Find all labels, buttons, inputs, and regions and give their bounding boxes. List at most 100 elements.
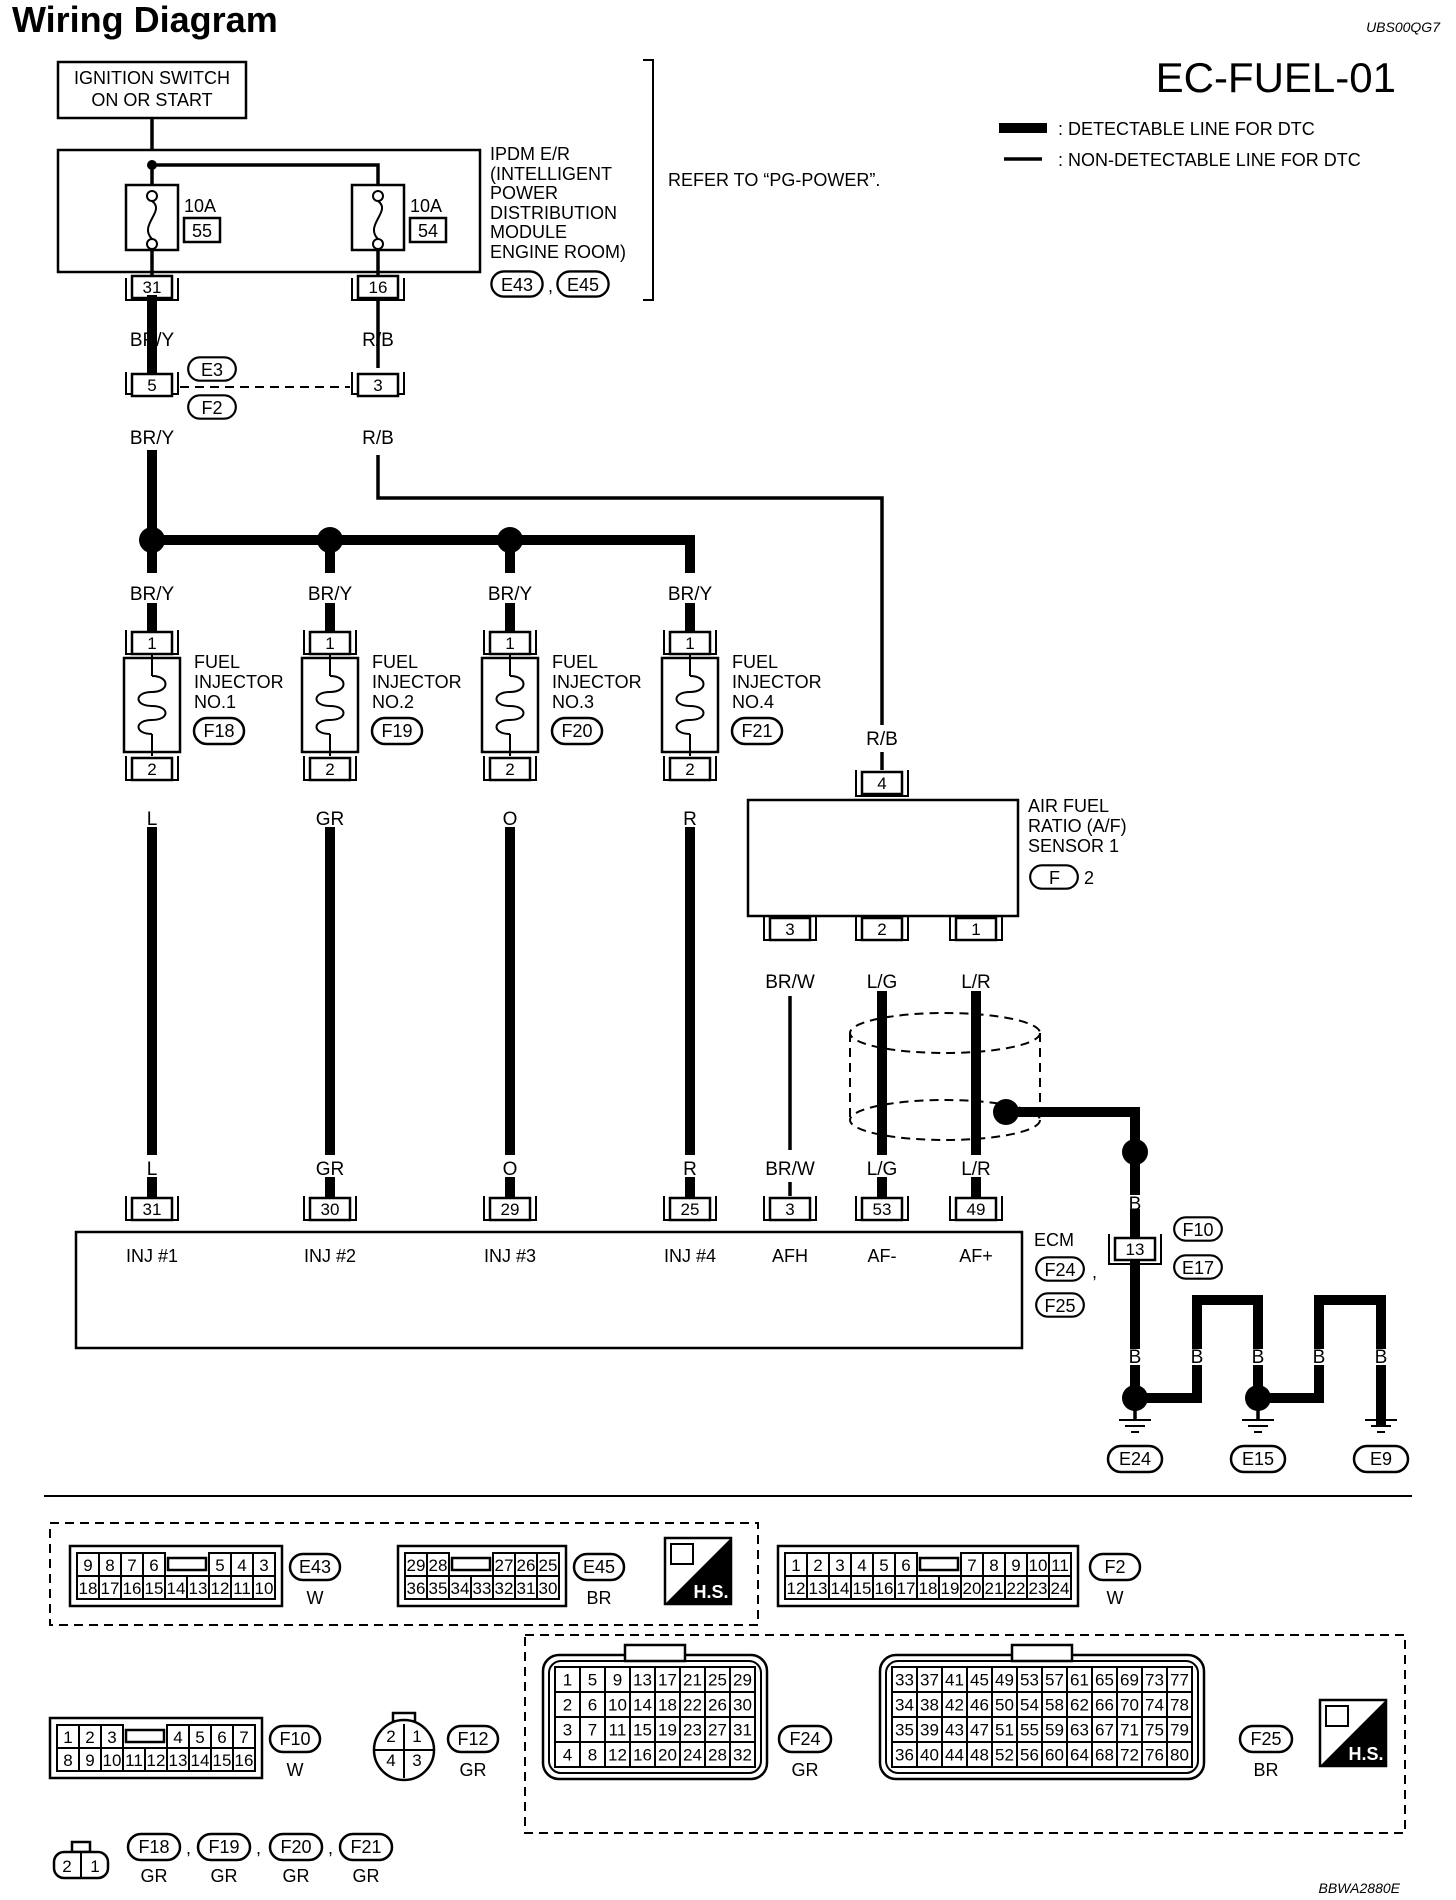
svg-text:11: 11	[1051, 1556, 1069, 1575]
document-id: UBS00QG7	[1366, 19, 1441, 35]
svg-text:18: 18	[919, 1579, 938, 1598]
svg-text:9: 9	[83, 1556, 92, 1575]
connector-tag-e43	[288, 1552, 342, 1582]
svg-text:21: 21	[985, 1579, 1004, 1598]
svg-text:32: 32	[733, 1746, 752, 1765]
svg-text:67: 67	[1095, 1721, 1114, 1740]
wire-color-label: R	[683, 809, 697, 830]
svg-text:33: 33	[473, 1579, 492, 1598]
wire-color-label: O	[503, 809, 518, 830]
svg-text:6: 6	[149, 1556, 158, 1575]
svg-text:34: 34	[895, 1696, 914, 1715]
svg-text:E15: E15	[1242, 1449, 1274, 1469]
svg-text:F2: F2	[1104, 1557, 1125, 1577]
svg-text:2: 2	[85, 1728, 94, 1747]
svg-text:50: 50	[995, 1696, 1014, 1715]
svg-text:9: 9	[85, 1751, 94, 1770]
wire-color-rb: R/B	[362, 428, 394, 449]
wire-color-label: L/R	[961, 1159, 991, 1180]
connector-color-f25: BR	[1253, 1760, 1278, 1780]
ecm-pin-label: INJ #2	[304, 1246, 356, 1266]
svg-text:2: 2	[685, 760, 694, 779]
ecm-box	[74, 1230, 1024, 1350]
connector-color-f24: GR	[792, 1760, 819, 1780]
ground-tag	[1106, 1444, 1164, 1474]
svg-text:13: 13	[809, 1579, 828, 1598]
injector-pin-top: 1	[303, 630, 357, 656]
svg-text:F18: F18	[138, 1837, 169, 1857]
svg-text:19: 19	[941, 1579, 960, 1598]
svg-text:4: 4	[857, 1556, 866, 1575]
svg-text:73: 73	[1145, 1671, 1164, 1690]
svg-text:4: 4	[173, 1728, 182, 1747]
svg-text:31: 31	[733, 1721, 752, 1740]
svg-text:,: ,	[548, 276, 553, 296]
wire-color-bry: BR/Y	[130, 330, 175, 351]
wire-color-label: L	[147, 1159, 158, 1180]
wire-color-label: R	[683, 1159, 697, 1180]
connector-color-f10: W	[287, 1760, 304, 1780]
svg-text:F10: F10	[1182, 1220, 1213, 1240]
connector-tag-injector	[268, 1832, 324, 1862]
af-sensor: 4 AIR FUEL RATIO (A/F) SENSOR 1 F 2	[746, 770, 1127, 918]
ground-icon: E9	[1352, 1398, 1410, 1474]
svg-text:36: 36	[895, 1746, 914, 1765]
svg-text:17: 17	[897, 1579, 916, 1598]
svg-text:75: 75	[1145, 1721, 1164, 1740]
svg-text:31: 31	[143, 278, 162, 297]
injector-pin-top: 1	[483, 630, 537, 656]
svg-text:49: 49	[967, 1200, 986, 1219]
ipdm-connector-tags: E43 , E45	[490, 270, 610, 298]
svg-text:12: 12	[211, 1579, 230, 1598]
svg-text:F24: F24	[789, 1729, 820, 1749]
svg-text:31: 31	[517, 1579, 536, 1598]
svg-text:10: 10	[608, 1696, 627, 1715]
svg-text:24: 24	[1051, 1579, 1070, 1598]
svg-text:55: 55	[1020, 1721, 1039, 1740]
svg-text:8: 8	[105, 1556, 114, 1575]
svg-text:3: 3	[785, 1200, 794, 1219]
svg-text:49: 49	[995, 1671, 1014, 1690]
svg-text:E17: E17	[1182, 1258, 1214, 1278]
svg-text:35: 35	[895, 1721, 914, 1740]
svg-text:1: 1	[325, 634, 334, 653]
af-sensor-connector: F	[1049, 868, 1060, 888]
svg-text:NO.1: NO.1	[194, 692, 236, 712]
svg-text:35: 35	[429, 1579, 448, 1598]
ecm-connector-f25: F25	[1044, 1296, 1075, 1316]
injector-pin-bottom: 2	[303, 756, 357, 782]
wire-color-bry: BR/Y	[308, 584, 353, 605]
svg-text:10: 10	[255, 1579, 274, 1598]
connector-tag-injector	[196, 1832, 252, 1862]
svg-text:47: 47	[970, 1721, 989, 1740]
svg-text:1: 1	[685, 634, 694, 653]
svg-text:71: 71	[1120, 1721, 1139, 1740]
connector-color-injector: GR	[283, 1866, 310, 1886]
svg-text:46: 46	[970, 1696, 989, 1715]
connector-tag-f2	[1088, 1552, 1142, 1582]
connector-key	[166, 1556, 208, 1572]
wire-color-b: B	[1191, 1347, 1204, 1368]
ecm-pin-label: AF-	[868, 1246, 897, 1266]
wire-color-bry: BR/Y	[130, 428, 175, 449]
svg-text:38: 38	[920, 1696, 939, 1715]
svg-text:2: 2	[813, 1556, 822, 1575]
svg-text:16: 16	[875, 1579, 894, 1598]
ecm-pin-label: INJ #3	[484, 1246, 536, 1266]
injector-pin-bottom: 2	[663, 756, 717, 782]
connector-tag-injector	[338, 1832, 394, 1862]
wire-color-label: O	[503, 1159, 518, 1180]
svg-text:E45: E45	[583, 1557, 615, 1577]
svg-text:15: 15	[853, 1579, 872, 1598]
svg-text:2: 2	[147, 760, 156, 779]
coil-icon	[137, 675, 167, 735]
ecm-label: ECM	[1034, 1230, 1074, 1250]
svg-text:1: 1	[90, 1857, 99, 1876]
injector-pin-top: 1	[663, 630, 717, 656]
svg-text:25: 25	[681, 1200, 700, 1219]
svg-text:63: 63	[1070, 1721, 1089, 1740]
